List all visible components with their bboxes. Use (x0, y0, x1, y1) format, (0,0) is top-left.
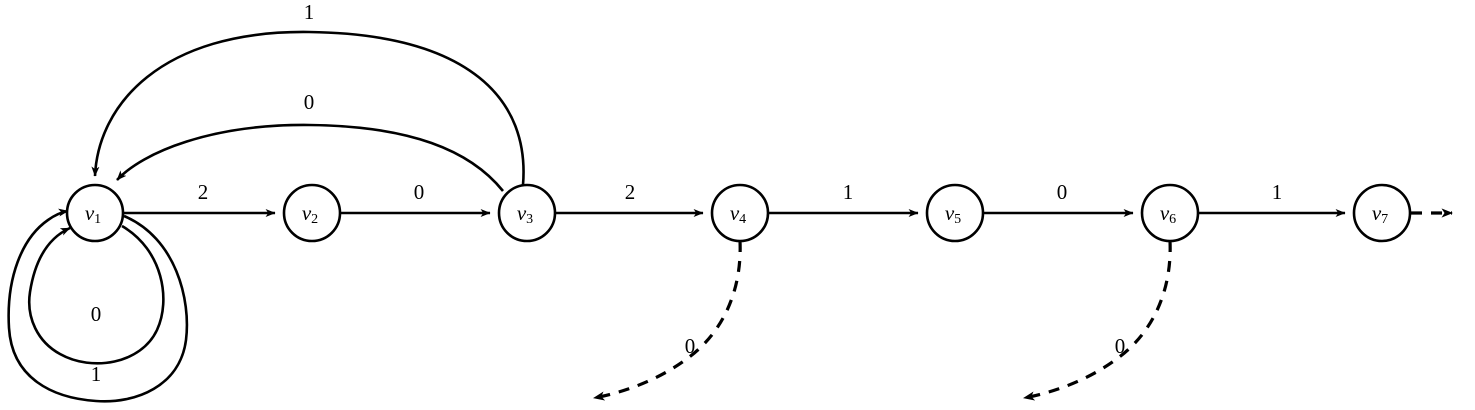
node-v7[interactable]: v7 (1352, 183, 1412, 243)
edge-label-v4-v5: 1 (843, 180, 854, 204)
edge-v1-self-outer (7, 208, 189, 403)
node-v2[interactable]: v2 (282, 183, 342, 243)
node-v3-circle[interactable] (497, 183, 557, 243)
edge-v3-v1-outer (91, 30, 525, 186)
node-v1-circle[interactable] (65, 183, 125, 243)
node-v5[interactable]: v5 (925, 183, 985, 243)
node-v3-label: v3 (517, 201, 533, 227)
node-v3[interactable]: v3 (497, 183, 557, 243)
node-v7-circle[interactable] (1352, 183, 1412, 243)
edge-label-group: 2 0 2 1 0 1 1 0 0 1 0 0 (91, 0, 1283, 386)
edge-label-v3-v4: 2 (625, 180, 636, 204)
edge-label-v3-v1-inner: 0 (304, 90, 315, 114)
node-v4-label: v4 (730, 201, 746, 227)
node-v5-label: v5 (945, 201, 961, 227)
node-v1-label: v1 (85, 201, 101, 227)
node-v5-circle[interactable] (925, 183, 985, 243)
node-v6[interactable]: v6 (1140, 183, 1200, 243)
edge-label-v6-dashed-out: 0 (1115, 334, 1126, 358)
edge-label-v3-v1-outer: 1 (304, 0, 315, 24)
node-v2-label: v2 (302, 201, 318, 227)
edge-label-v5-v6: 0 (1057, 180, 1068, 204)
edge-label-v1-v2: 2 (198, 180, 209, 204)
edge-v4-dashed-out (593, 240, 742, 401)
edge-label-v4-dashed-out: 0 (685, 334, 696, 358)
edge-label-v1-self-outer: 1 (91, 362, 102, 386)
edge-label-v1-self-inner: 0 (91, 302, 102, 326)
edge-group-self-loops (7, 208, 189, 403)
edge-group-back-arcs (91, 30, 525, 192)
edge-v6-dashed-out (1023, 240, 1172, 401)
node-v4-circle[interactable] (710, 183, 770, 243)
node-v6-circle[interactable] (1140, 183, 1200, 243)
edge-v3-v1-inner (116, 123, 505, 192)
node-group: v1 v2 v3 v4 v5 v6 (65, 183, 1412, 243)
node-v7-label: v7 (1372, 201, 1388, 227)
node-v1[interactable]: v1 (65, 183, 125, 243)
edge-label-v6-v7: 1 (1272, 180, 1283, 204)
node-v4[interactable]: v4 (710, 183, 770, 243)
node-v6-label: v6 (1160, 201, 1176, 227)
edge-label-v2-v3: 0 (414, 180, 425, 204)
edge-v1-self-inner (27, 224, 165, 365)
edge-group-dashed-out (593, 208, 1453, 401)
node-v2-circle[interactable] (282, 183, 342, 243)
